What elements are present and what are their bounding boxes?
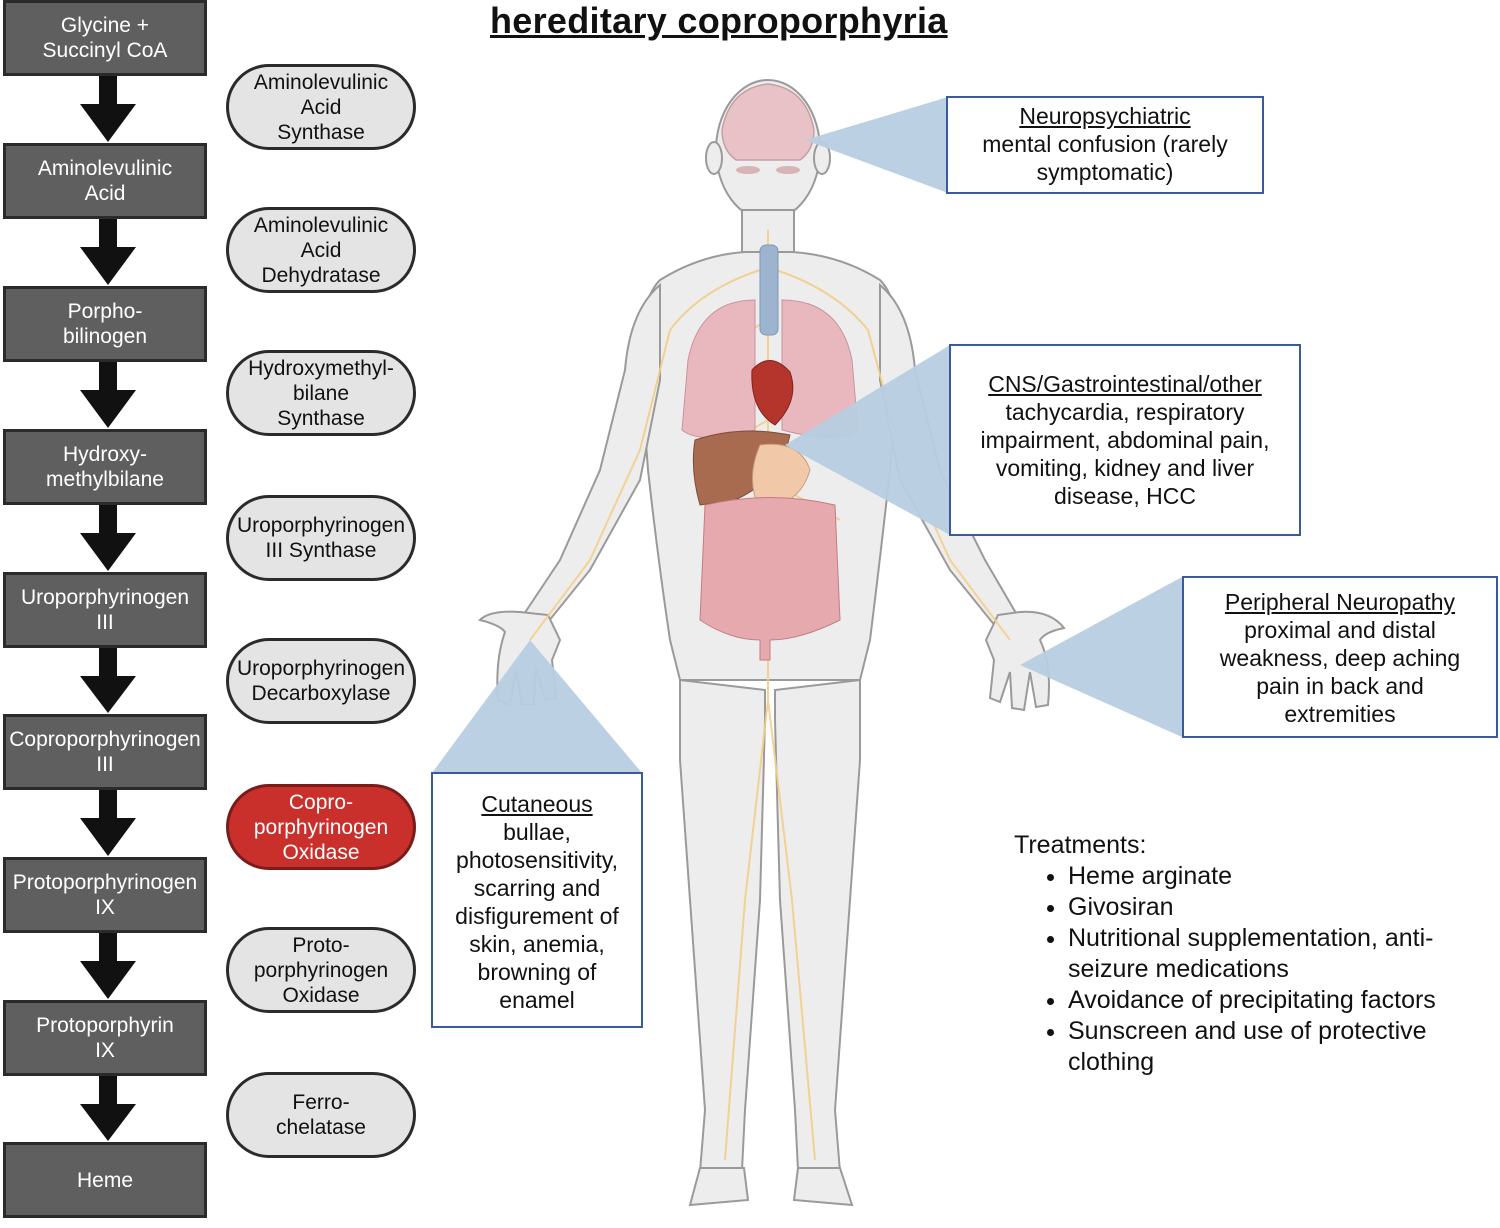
brain — [721, 83, 815, 161]
treatment-item: Avoidance of precipitating factors — [1068, 985, 1484, 1016]
eye-right — [776, 166, 800, 174]
trachea — [759, 244, 779, 336]
diagram-title: hereditary coproporphyria — [490, 0, 948, 41]
peripheral-neuropathy-box: Peripheral Neuropathy proximal and dista… — [1182, 576, 1498, 738]
cutaneous-box: Cutaneous bullae, photosensitivity, scar… — [431, 772, 643, 1028]
neuropsychiatric-text: mental confusion (rarely symptomatic) — [982, 131, 1228, 185]
cutaneous-text: bullae, photosensitivity, scarring and d… — [455, 819, 619, 1013]
treatment-item: Nutritional supplementation, anti-seizur… — [1068, 923, 1484, 985]
enzyme-hmb-synthase: Hydroxymethyl- bilane Synthase — [226, 350, 416, 436]
pathway-step-ala: Aminolevulinic Acid — [3, 143, 207, 219]
pathway-step-pbg: Porpho- bilinogen — [3, 286, 207, 362]
enzyme-ala-dehydratase: Aminolevulinic Acid Dehydratase — [226, 207, 416, 293]
treatment-item: Heme arginate — [1068, 861, 1484, 892]
pathway-step-hmb: Hydroxy- methylbilane — [3, 429, 207, 505]
enzyme-uroporphyrinogen-iii-synthase: Uroporphyrinogen III Synthase — [226, 495, 416, 581]
liver — [692, 430, 791, 506]
stomach — [752, 443, 811, 511]
neuropsychiatric-box: Neuropsychiatric mental confusion (rarel… — [946, 96, 1264, 194]
cns-gi-heading: CNS/Gastrointestinal/other — [988, 371, 1262, 397]
peripheral-neuropathy-heading: Peripheral Neuropathy — [1224, 589, 1456, 615]
heart — [751, 360, 794, 426]
body-silhouette — [478, 79, 1066, 1207]
enzyme-ferrochelatase: Ferro- chelatase — [226, 1072, 416, 1158]
pathway-step-protoporphyrin: Protoporphyrin IX — [3, 1000, 207, 1076]
arrow-8 — [80, 1076, 136, 1141]
arrow-6 — [80, 790, 136, 856]
arrow-3 — [80, 362, 136, 428]
pathway-step-coproporphyrinogen: Coproporphyrinogen III — [3, 714, 207, 790]
pathway-arrows — [80, 76, 136, 1141]
enzyme-coproporphyrinogen-oxidase: Copro- porphyrinogen Oxidase — [226, 784, 416, 870]
treatments-section: Treatments: Heme arginate Givosiran Nutr… — [1014, 830, 1484, 1078]
enzyme-ala-synthase: Aminolevulinic Acid Synthase — [226, 64, 416, 150]
neuropsychiatric-heading: Neuropsychiatric — [1019, 103, 1191, 129]
cutaneous-heading: Cutaneous — [481, 791, 593, 817]
cns-gi-text: tachycardia, respiratory impairment, abd… — [980, 399, 1270, 509]
intestines — [699, 497, 841, 661]
arrow-7 — [80, 933, 136, 999]
arrow-1 — [80, 76, 136, 142]
treatment-item: Givosiran — [1068, 892, 1484, 923]
treatments-list: Heme arginate Givosiran Nutritional supp… — [1014, 861, 1484, 1078]
lung-left — [681, 299, 756, 438]
arrow-4 — [80, 505, 136, 571]
enzyme-uroporphyrinogen-decarboxylase: Uroporphyrinogen Decarboxylase — [226, 638, 416, 724]
enzyme-protoporphyrinogen-oxidase: Proto- porphyrinogen Oxidase — [226, 927, 416, 1013]
arrow-5 — [80, 648, 136, 713]
pathway-step-glycine: Glycine + Succinyl CoA — [3, 0, 207, 76]
treatments-heading: Treatments: — [1014, 831, 1147, 859]
arrow-2 — [80, 219, 136, 285]
lung-right — [781, 299, 859, 438]
peripheral-neuropathy-text: proximal and distal weakness, deep achin… — [1219, 617, 1461, 727]
pathway-step-uroporphyrinogen: Uroporphyrinogen III — [3, 572, 207, 648]
pathway-step-heme: Heme — [3, 1142, 207, 1218]
treatment-item: Sunscreen and use of protective clothing — [1068, 1016, 1484, 1078]
pathway-step-protoporphyrinogen: Protoporphyrinogen IX — [3, 857, 207, 933]
eye-left — [736, 166, 760, 174]
cns-gi-box: CNS/Gastrointestinal/other tachycardia, … — [949, 344, 1301, 536]
